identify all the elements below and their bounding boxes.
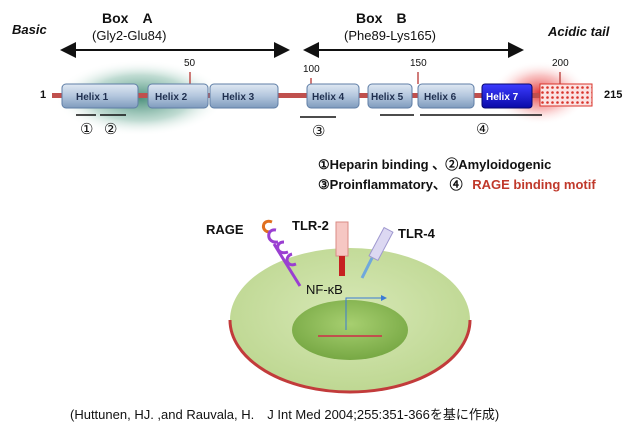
- legend-line-1: ①Heparin binding 、②Amyloidogenic: [318, 157, 552, 172]
- helix-7-label: Helix 7: [486, 92, 519, 103]
- helix-3-label: Helix 3: [222, 92, 255, 103]
- legend-rage-motif: RAGE binding motif: [472, 177, 596, 192]
- acidic-tail-block: [539, 83, 593, 107]
- box-b-range: (Phe89-Lys165): [344, 28, 437, 43]
- position-150: 150: [410, 58, 427, 69]
- nucleus: [292, 300, 408, 360]
- basic-label: Basic: [12, 22, 47, 37]
- helix-1-label: Helix 1: [76, 92, 109, 103]
- marker-1: ①: [80, 121, 94, 138]
- transcription-arrow: [345, 295, 387, 330]
- box-a-title: Box A: [102, 10, 153, 26]
- marker-2: ②: [104, 121, 118, 138]
- position-1: 1: [40, 89, 47, 101]
- citation: (Huttunen, HJ. ,and Rauvala, H. J Int Me…: [70, 407, 500, 422]
- position-200: 200: [552, 58, 569, 69]
- legend-line-2: ③Proinflammatory、 ④ RAGE binding motif: [318, 174, 596, 193]
- tlr4-receptor: [360, 226, 394, 279]
- helix-5: Helix 5: [367, 83, 413, 109]
- helix-6-label: Helix 6: [424, 92, 457, 103]
- tlr4-label: TLR-4: [398, 226, 435, 241]
- nfkb-label: NF-κB: [306, 282, 343, 297]
- helix-1: Helix 1: [61, 83, 139, 109]
- acidic-tail-label: Acidic tail: [548, 24, 610, 39]
- helix-5-label: Helix 5: [371, 92, 404, 103]
- helix-4: Helix 4: [306, 83, 360, 109]
- helix-3: Helix 3: [209, 83, 279, 109]
- tlr2-label: TLR-2: [292, 218, 329, 233]
- position-100: 100: [303, 64, 320, 75]
- helix-2-label: Helix 2: [155, 92, 188, 103]
- helix-7: Helix 7: [481, 83, 533, 109]
- position-50: 50: [184, 58, 196, 69]
- rage-receptor: [262, 219, 302, 287]
- tlr2-receptor: [335, 221, 349, 276]
- cell-membrane: [228, 319, 472, 394]
- position-215: 215: [604, 89, 623, 101]
- helix-6: Helix 6: [417, 83, 475, 109]
- marker-3: ③: [312, 123, 326, 140]
- helix-4-label: Helix 4: [312, 92, 345, 103]
- box-a-range: (Gly2-Glu84): [92, 28, 167, 43]
- legend-line-2-prefix: ③Proinflammatory、 ④: [318, 177, 463, 192]
- box-b-title: Box B: [356, 10, 407, 26]
- marker-4: ④: [476, 121, 490, 138]
- helix-2: Helix 2: [147, 83, 209, 109]
- rage-label: RAGE: [206, 222, 244, 237]
